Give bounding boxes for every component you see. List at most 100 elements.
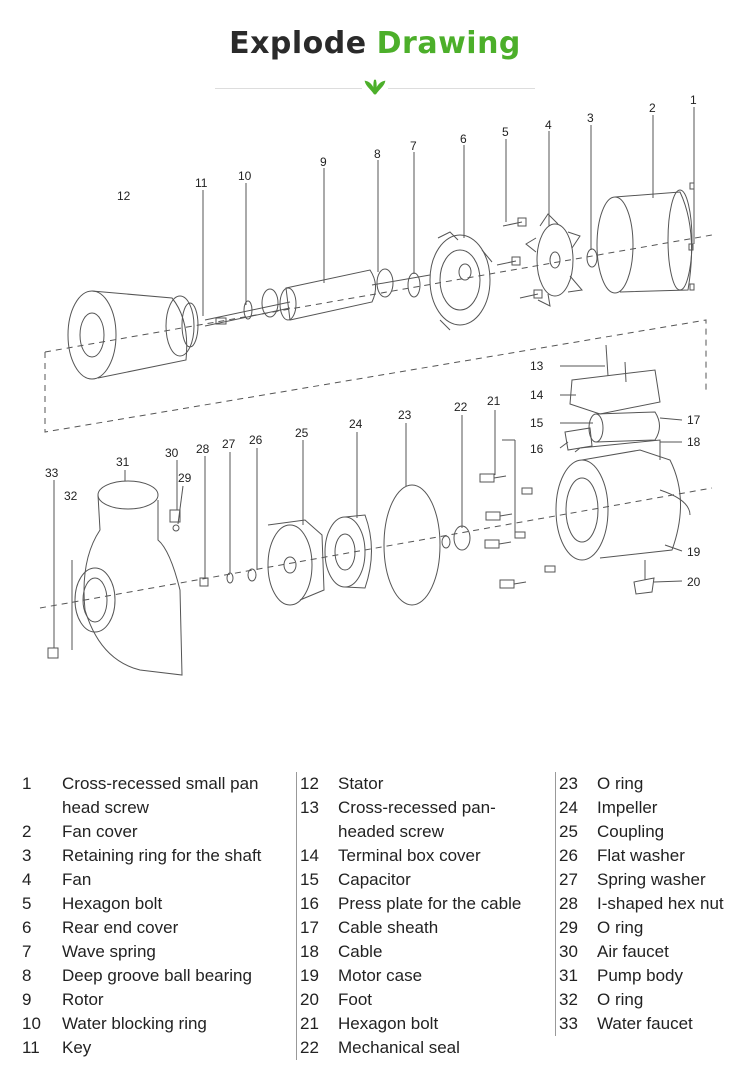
wave-spring-part — [407, 272, 421, 298]
part-number: 13 — [300, 798, 319, 817]
callout-27: 27 — [222, 437, 236, 451]
callout-10: 10 — [238, 169, 252, 183]
part-row: 12 Stator — [297, 772, 543, 796]
part-name: O ring — [597, 918, 644, 937]
callout-1: 1 — [690, 93, 697, 107]
part-name: Wave spring — [62, 942, 156, 961]
part-number: 32 — [559, 990, 578, 1009]
part-name: Pump body — [597, 966, 683, 985]
part-row: 21 Hexagon bolt — [297, 1012, 543, 1036]
leader-lines — [53, 107, 695, 648]
impeller-part — [324, 514, 372, 589]
part-number: 17 — [300, 918, 319, 937]
part-number: 24 — [559, 798, 578, 817]
part-number: 30 — [559, 942, 578, 961]
coupling-part — [267, 519, 325, 606]
capacitor-part — [588, 411, 660, 443]
leaf-icon — [362, 79, 388, 96]
part-number: 28 — [559, 894, 578, 913]
callout-15: 15 — [530, 416, 544, 430]
callout-30: 30 — [165, 446, 179, 460]
part-number: 9 — [22, 990, 32, 1009]
callout-21: 21 — [487, 394, 501, 408]
foot-part — [633, 560, 655, 595]
part-name: I-shaped hex nut — [597, 894, 724, 913]
o-ring-large-part — [383, 484, 441, 606]
terminal-box-cover-part — [569, 344, 661, 415]
callout-26: 26 — [249, 433, 263, 447]
part-number: 15 — [300, 870, 319, 889]
part-number: 12 — [300, 774, 319, 793]
pump-body-part — [74, 480, 183, 676]
part-name: Terminal box cover — [338, 846, 481, 865]
part-name: Flat washer — [597, 846, 685, 865]
part-name: Hexagon bolt — [62, 894, 163, 913]
callout-32: 32 — [64, 489, 78, 503]
part-number: 21 — [300, 1014, 319, 1033]
callout-17: 17 — [687, 413, 701, 427]
part-name: Deep groove ball bearing — [62, 966, 252, 985]
part-number: 18 — [300, 942, 319, 961]
part-number: 19 — [300, 966, 319, 985]
rear-end-cover-part — [429, 231, 493, 331]
press-plate-part — [564, 427, 593, 451]
callout-7: 7 — [410, 139, 417, 153]
callout-5: 5 — [502, 125, 509, 139]
callout-12: 12 — [117, 189, 131, 203]
part-number: 25 — [559, 822, 578, 841]
part-row: 7 Wave spring — [22, 940, 284, 964]
part-number: 6 — [22, 918, 32, 937]
callout-25: 25 — [295, 426, 309, 440]
part-number: 31 — [559, 966, 578, 985]
part-number: 20 — [300, 990, 319, 1009]
o-ring-small-part — [172, 524, 180, 532]
part-number: 5 — [22, 894, 32, 913]
part-name: Retaining ring for the shaft — [62, 846, 262, 865]
callout-16: 16 — [530, 442, 544, 456]
part-number: 16 — [300, 894, 319, 913]
part-name: Hexagon bolt — [338, 1014, 439, 1033]
water-faucet-part — [47, 647, 59, 659]
part-number: 10 — [22, 1014, 41, 1033]
part-name: Capacitor — [338, 870, 411, 889]
title-word-explode: Explode — [229, 26, 367, 61]
part-name: Foot — [338, 990, 373, 1009]
part-number: 22 — [300, 1038, 319, 1057]
part-number: 7 — [22, 942, 32, 961]
callout-13: 13 — [530, 359, 544, 373]
callout-20: 20 — [687, 575, 701, 589]
callout-8: 8 — [374, 147, 381, 161]
part-number: 27 — [559, 870, 578, 889]
callout-6: 6 — [460, 132, 467, 146]
part-number: 1 — [22, 774, 32, 793]
hexagon-bolts-top — [496, 217, 543, 299]
hexagon-bolts-lower — [479, 473, 556, 589]
callout-22: 22 — [454, 400, 468, 414]
part-number: 11 — [22, 1038, 40, 1057]
part-name: Fan — [62, 870, 92, 889]
callout-29: 29 — [178, 471, 192, 485]
callout-28: 28 — [196, 442, 210, 456]
callout-23: 23 — [398, 408, 412, 422]
part-name: Stator — [338, 774, 384, 793]
part-number: 33 — [559, 1014, 578, 1033]
part-row: 5 Hexagon bolt — [22, 892, 284, 916]
part-name: Rotor — [62, 990, 104, 1009]
part-name: Impeller — [597, 798, 658, 817]
